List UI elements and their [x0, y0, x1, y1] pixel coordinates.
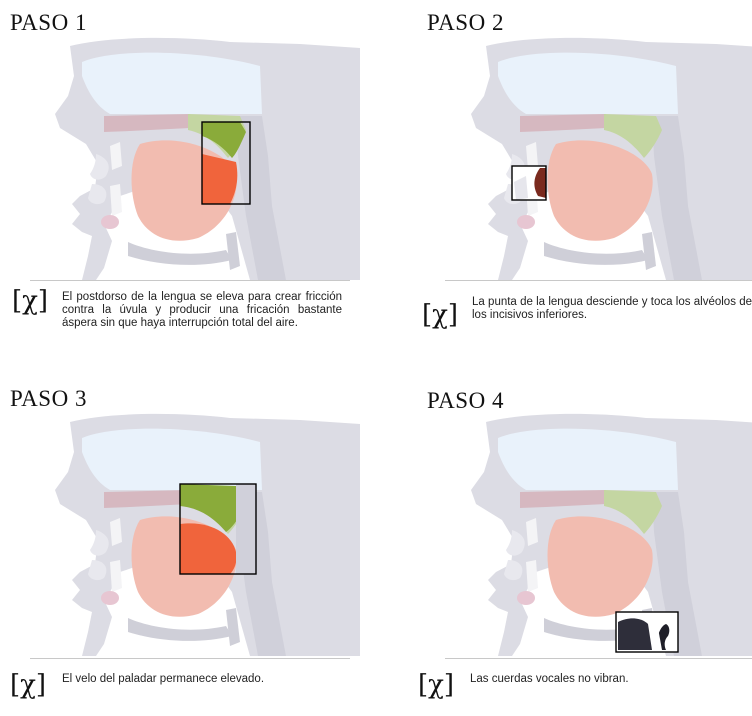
step-4-title: PASO 4 [427, 388, 504, 414]
step-4-panel: PASO 4 [χ] Las cuerdas vocales no vibran… [400, 376, 752, 716]
step-1-caption: El postdorso de la lengua se eleva para … [62, 291, 342, 330]
step-1-divider [30, 280, 350, 281]
step-3-phonetic-symbol: [χ] [10, 670, 46, 700]
step-2-caption: La punta de la lengua desciende y toca l… [472, 296, 752, 322]
step-3-panel: PASO 3 [χ] El velo del paladar permanece… [0, 376, 360, 716]
step-3-caption: El velo del paladar permanece elevado. [62, 673, 342, 686]
step-1-tongue-highlight [202, 154, 237, 204]
step-1-sagittal-diagram [0, 36, 360, 280]
step-1-phonetic-symbol: [χ] [12, 286, 48, 316]
step-4-phonetic-symbol: [χ] [418, 670, 454, 700]
step-2-phonetic-symbol: [χ] [422, 300, 458, 330]
step-2-divider [445, 280, 752, 281]
step-4-larynx-shape [618, 618, 652, 650]
step-1-panel: PASO 1 [χ] El postdorso de la lengua se … [0, 0, 360, 340]
step-1-title: PASO 1 [10, 10, 87, 36]
step-2-sagittal-diagram [416, 36, 752, 280]
step-2-panel: PASO 2 [χ] La punta de la lengua descien… [400, 0, 752, 340]
step-4-sagittal-diagram [416, 412, 752, 656]
step-3-sagittal-diagram [0, 412, 360, 656]
step-4-caption: Las cuerdas vocales no vibran. [470, 673, 750, 686]
step-3-title: PASO 3 [10, 386, 87, 412]
step-3-divider [30, 658, 350, 659]
step-2-title: PASO 2 [427, 10, 504, 36]
step-4-divider [445, 658, 752, 659]
